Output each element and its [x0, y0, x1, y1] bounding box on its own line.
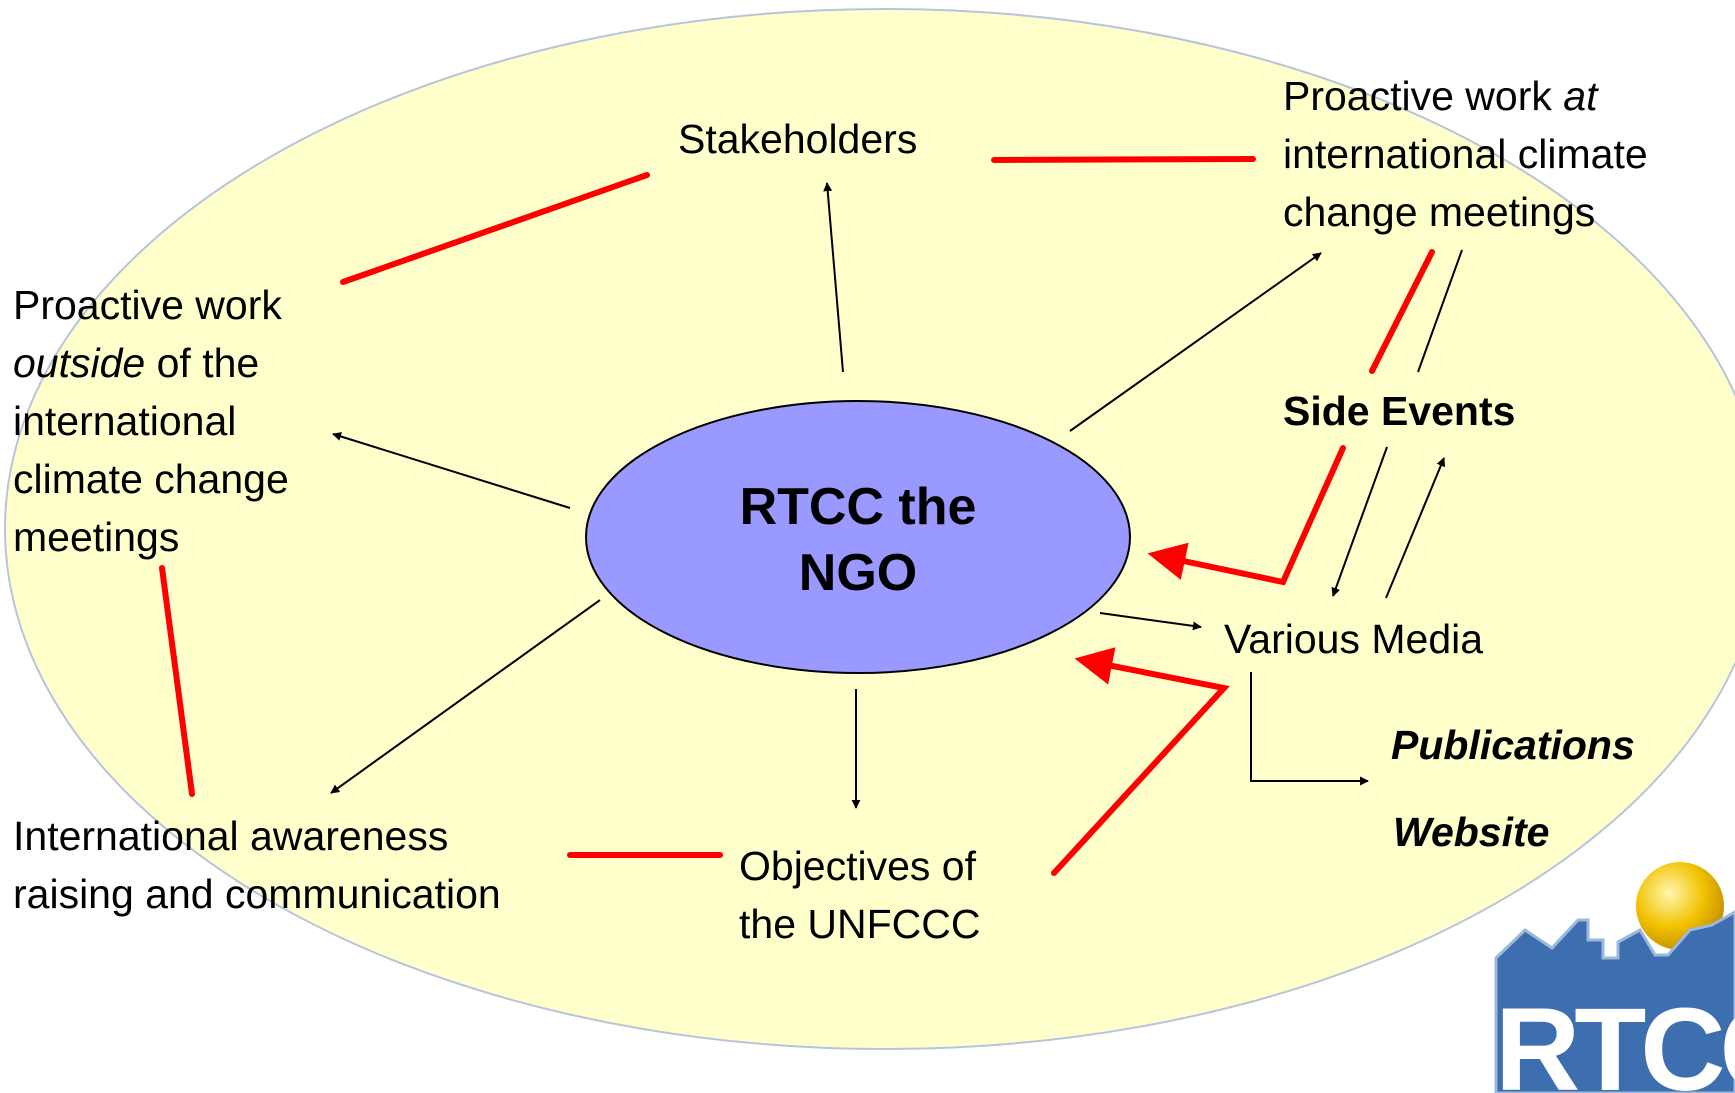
- center-ellipse: [585, 400, 1131, 674]
- website-label: Website: [1393, 809, 1550, 855]
- awareness-label: International awareness raising and comm…: [13, 807, 501, 923]
- awareness-line-1: International awareness: [13, 813, 449, 859]
- center-node-label: RTCC the NGO: [648, 474, 1068, 606]
- arrow-to-awareness: [330, 599, 601, 794]
- proactive-at-label: Proactive work at international climate …: [1283, 67, 1648, 241]
- red-arrow-side-events-to-center: [1147, 445, 1346, 586]
- arrow-to-proactive-outside: [332, 432, 571, 509]
- arrow-to-various-media: [1099, 612, 1202, 631]
- center-line-1: RTCC the: [739, 478, 977, 536]
- red-link-proactive-at-side-events: [1369, 249, 1435, 374]
- side-events-label: Side Events: [1283, 388, 1516, 434]
- arrow-media-to-side-events: [1385, 457, 1446, 599]
- awareness-line-2: raising and communication: [13, 871, 501, 917]
- proactive-at-emph: at: [1563, 73, 1598, 119]
- stakeholders-label: Stakeholders: [678, 116, 918, 162]
- publications-label: Publications: [1391, 722, 1635, 768]
- objectives-line-1: Objectives of: [739, 843, 976, 889]
- arrow-side-events-to-media: [1331, 446, 1388, 597]
- proactive-outside-line-1: Proactive work: [13, 282, 282, 328]
- proactive-at-prefix: Proactive work: [1283, 73, 1564, 119]
- rtcc-logo: RTCC: [1494, 862, 1735, 1093]
- proactive-outside-line-3: international: [13, 398, 237, 444]
- red-arrow-objectives-to-center: [1051, 647, 1230, 876]
- proactive-outside-suffix: of the: [145, 340, 260, 386]
- red-link-stakeholders-proactive-outside: [340, 172, 650, 285]
- line-proactive-at-to-side-events: [1417, 249, 1463, 373]
- arrow-to-stakeholders: [823, 182, 844, 373]
- arrow-media-to-publications: [1250, 672, 1369, 786]
- various-media-label: Various Media: [1224, 616, 1484, 662]
- proactive-outside-emph: outside: [13, 340, 146, 386]
- logo-skyline: [1494, 910, 1735, 1093]
- logo-text: RTCC: [1495, 984, 1735, 1093]
- center-line-2: NGO: [798, 544, 918, 602]
- objectives-label: Objectives of the UNFCCC: [739, 837, 980, 953]
- objectives-line-2: the UNFCCC: [739, 901, 981, 947]
- red-link-stakeholders-proactive-at: [991, 156, 1256, 163]
- proactive-at-line-3: change meetings: [1283, 189, 1596, 235]
- proactive-outside-line-4: climate change: [13, 456, 289, 502]
- proactive-at-line-2: international climate: [1283, 131, 1648, 177]
- arrow-to-proactive-at: [1069, 252, 1322, 432]
- proactive-outside-line-5: meetings: [13, 514, 180, 560]
- red-link-outside-awareness: [159, 565, 195, 797]
- proactive-outside-label: Proactive work outside of the internatio…: [13, 276, 289, 566]
